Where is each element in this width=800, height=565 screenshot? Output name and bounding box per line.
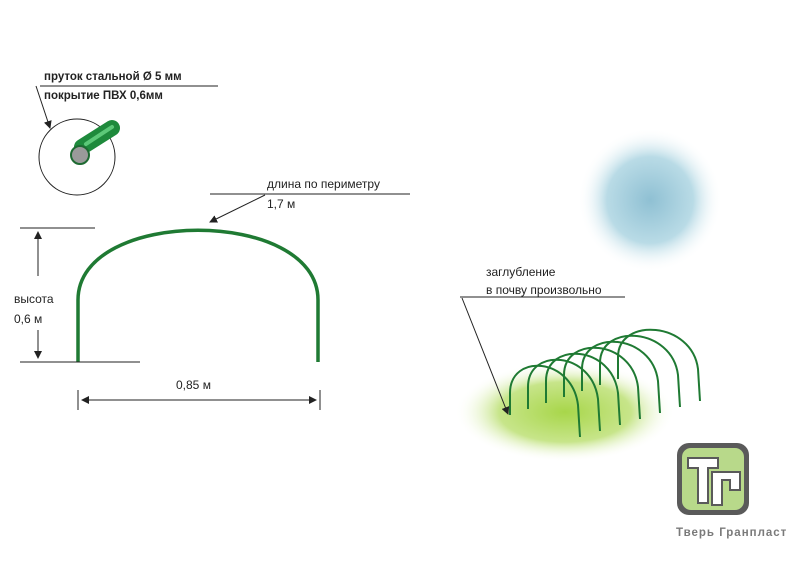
- perimeter-value: 1,7 м: [267, 197, 296, 211]
- rod-cross-section: [38, 118, 120, 196]
- depth-label-line1: заглубление: [486, 265, 556, 279]
- tunnel-hoop: [617, 328, 701, 402]
- tunnel-hoop: [563, 346, 641, 420]
- width-value: 0,85 м: [176, 378, 211, 392]
- perimeter-label: длина по периметру: [267, 177, 380, 191]
- tunnel-hoops: [509, 328, 701, 438]
- company-name: Тверь Гранпласт: [676, 527, 788, 539]
- tunnel-hoop: [509, 364, 581, 438]
- hoop-arc: [76, 228, 320, 362]
- company-logo: [677, 443, 749, 515]
- tunnel-hoop: [527, 358, 601, 432]
- sky-glow: [578, 128, 722, 272]
- tunnel-hoop: [545, 352, 621, 426]
- rod-label-line1: пруток стальной Ø 5 мм: [44, 71, 182, 83]
- height-label: высота: [14, 292, 54, 306]
- tunnel-hoop: [581, 340, 661, 414]
- depth-label-line2: в почву произвольно: [486, 283, 602, 297]
- tunnel-hoop: [599, 334, 681, 408]
- height-value: 0,6 м: [14, 312, 43, 326]
- rod-label-line2: покрытие ПВХ 0,6мм: [44, 90, 163, 102]
